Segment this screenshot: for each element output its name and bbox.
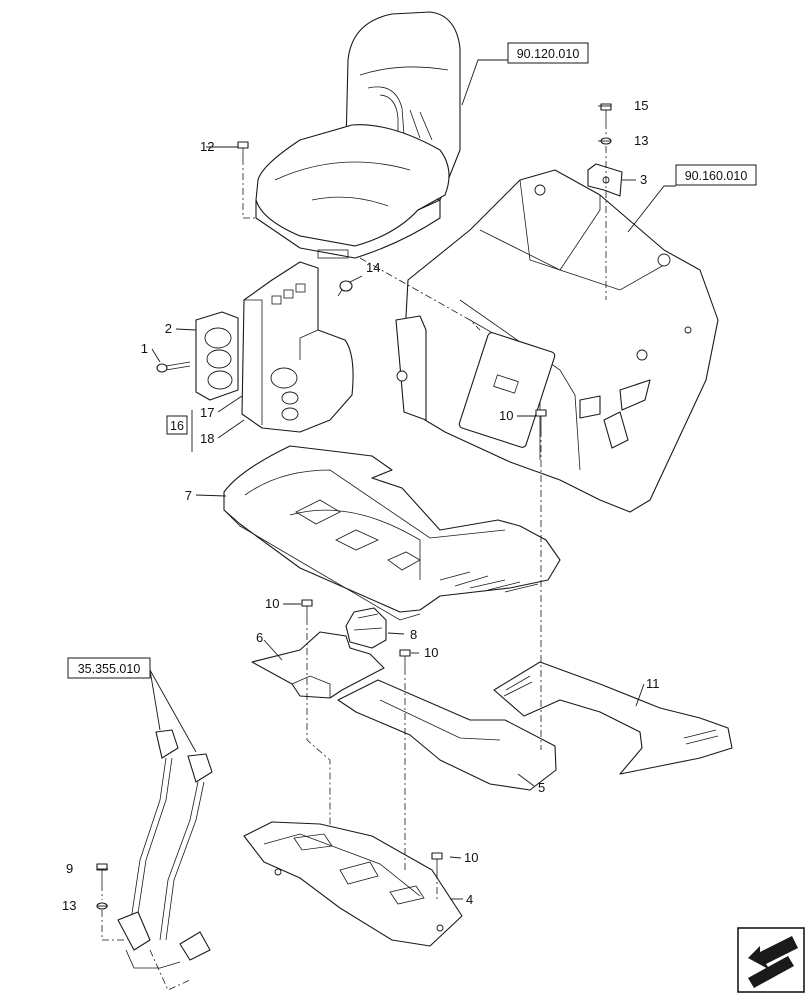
side-console bbox=[241, 261, 354, 433]
ref-seat-label: 90.120.010 bbox=[517, 47, 580, 61]
callout-4: 4 bbox=[466, 892, 473, 907]
floor-mat bbox=[223, 445, 561, 621]
callout-8: 8 bbox=[410, 627, 417, 642]
ref-levers[interactable]: 35.355.010 bbox=[67, 657, 151, 679]
callout-labels: 1 2 3 4 5 6 7 8 9 10 10 10 10 11 12 13 1… bbox=[62, 98, 660, 913]
bolts bbox=[96, 103, 612, 910]
arrow-icon[interactable] bbox=[737, 927, 805, 993]
ref-levers-label: 35.355.010 bbox=[78, 662, 141, 676]
callout-3: 3 bbox=[640, 172, 647, 187]
callout-10-bottom: 10 bbox=[464, 850, 478, 865]
seat bbox=[255, 11, 461, 259]
callout-18: 18 bbox=[200, 431, 214, 446]
side-plate bbox=[493, 661, 733, 775]
control-levers bbox=[117, 729, 213, 969]
callout-11: 11 bbox=[646, 676, 660, 691]
base-plate bbox=[243, 821, 463, 947]
floor-plate bbox=[337, 679, 557, 791]
callout-2: 2 bbox=[165, 321, 172, 336]
alignment-lines bbox=[101, 122, 607, 991]
ref-frame[interactable]: 90.160.010 bbox=[675, 164, 757, 186]
ref-frame-label: 90.160.010 bbox=[685, 169, 748, 183]
callout-12: 12 bbox=[200, 139, 214, 154]
callout-17: 17 bbox=[200, 405, 214, 420]
callout-13-top: 13 bbox=[634, 133, 648, 148]
ref-seat[interactable]: 90.120.010 bbox=[507, 42, 589, 64]
callout-15: 15 bbox=[634, 98, 648, 113]
callout-14: 14 bbox=[366, 260, 380, 275]
callout-1: 1 bbox=[141, 341, 148, 356]
callout-10-frame: 10 bbox=[499, 408, 513, 423]
ref-kit-label: 16 bbox=[170, 419, 184, 433]
callout-5: 5 bbox=[538, 780, 545, 795]
platform-frame bbox=[395, 169, 719, 513]
screw bbox=[156, 361, 191, 373]
rubber-boot bbox=[345, 607, 387, 649]
callout-9: 9 bbox=[66, 861, 73, 876]
callout-7: 7 bbox=[185, 488, 192, 503]
switch-panel bbox=[195, 311, 239, 401]
callout-13-bottom: 13 bbox=[62, 898, 76, 913]
ref-kit[interactable]: 16 bbox=[166, 415, 188, 435]
callout-10-right: 10 bbox=[424, 645, 438, 660]
callout-10-left: 10 bbox=[265, 596, 279, 611]
cover-plate bbox=[251, 631, 385, 699]
callout-6: 6 bbox=[256, 630, 263, 645]
leader-lines bbox=[97, 59, 676, 907]
